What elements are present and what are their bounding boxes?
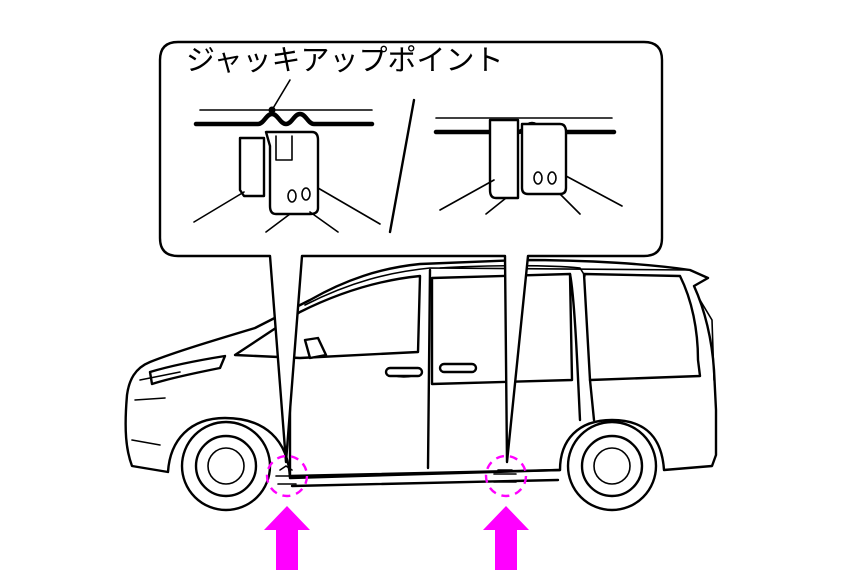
bracket-rear-front (520, 122, 568, 196)
roof-line (304, 267, 691, 306)
front-handle-grip (384, 366, 424, 378)
rear-window (582, 272, 702, 382)
up-arrow-front (264, 506, 310, 570)
jack-point-bracket-front (193, 79, 381, 233)
bracket-rear-back (488, 118, 520, 200)
van-side-view (124, 258, 718, 512)
bracket-rear-hole-1 (533, 171, 543, 185)
dashed-circle-front (265, 454, 309, 498)
side-mirror (303, 336, 328, 360)
bracket-rear-hole-2 (547, 171, 557, 185)
perspective-lines (193, 187, 381, 233)
rear-pillar (588, 378, 596, 422)
bracket-notch (275, 135, 293, 161)
headlight (148, 354, 227, 386)
rear-wheel (566, 420, 658, 512)
sill-flange (193, 111, 375, 127)
sliding-door-outline (426, 268, 582, 470)
front-jack-mark (275, 465, 299, 485)
front-window (233, 274, 422, 360)
jack-point-bracket-rear (433, 117, 623, 215)
leader-line (271, 79, 291, 111)
grille-line (131, 371, 181, 446)
bracket-front (264, 130, 320, 216)
highlights (264, 454, 529, 570)
bracket-back (238, 136, 266, 198)
perspective-lines-rear (439, 175, 623, 215)
dashed-circle-rear (484, 454, 528, 498)
bracket-hole-1 (287, 189, 297, 203)
callout-box (158, 40, 664, 464)
callout-divider (388, 98, 416, 234)
slide-handle-grip (438, 362, 478, 374)
rear-lamp (699, 299, 715, 381)
callout-label: ジャッキアップポイント (186, 43, 504, 77)
up-arrow-rear (483, 506, 529, 570)
bracket-hole-2 (301, 187, 311, 201)
side-sill (288, 468, 562, 488)
front-wheel (180, 420, 272, 512)
rear-jack-mark (493, 469, 517, 483)
